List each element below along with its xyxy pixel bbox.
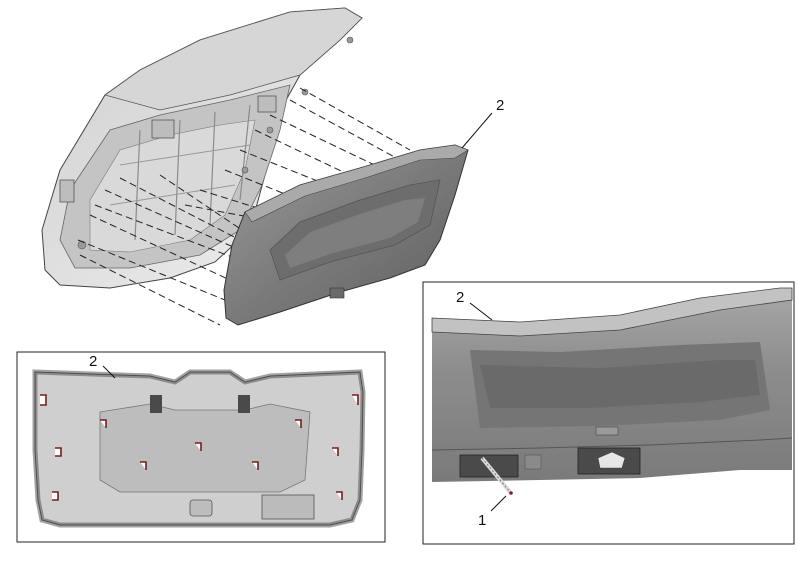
callout-leader-fastener xyxy=(490,495,507,512)
screwdriver-icon xyxy=(480,456,513,495)
trim-panel-exploded xyxy=(223,144,469,326)
callout-leader-detail xyxy=(469,302,493,321)
callout-number-fastener: 1 xyxy=(478,512,486,529)
clip-markers xyxy=(40,394,359,501)
trim-detail xyxy=(431,287,793,482)
trim-panel-front-view xyxy=(32,369,366,528)
callout-leader-main xyxy=(461,112,493,149)
tailgate-assembly xyxy=(41,7,363,289)
callout-number-front: 2 xyxy=(89,353,97,370)
callout-leader-front xyxy=(102,365,116,379)
callout-number-main: 2 xyxy=(496,97,504,114)
callout-number-detail: 2 xyxy=(456,289,464,306)
